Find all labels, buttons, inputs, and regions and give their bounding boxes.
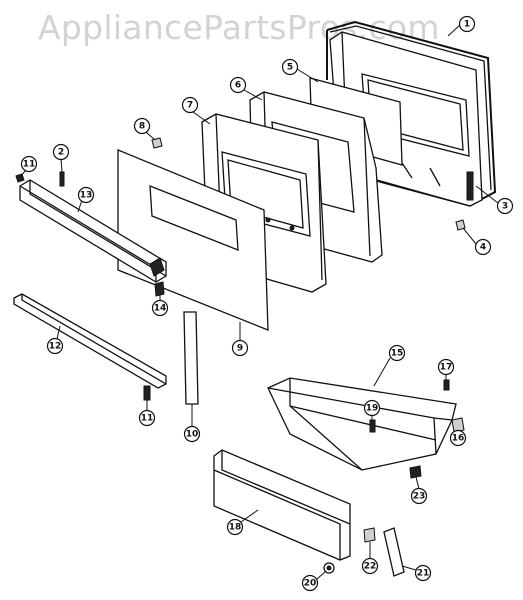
callout-number: 1 bbox=[464, 20, 470, 30]
callout-circle bbox=[226, 518, 244, 536]
callout-15[interactable]: 15 bbox=[388, 344, 406, 362]
drawer-glide[interactable] bbox=[409, 465, 422, 490]
callout-number: 9 bbox=[237, 344, 243, 354]
callout-number: 23 bbox=[413, 492, 426, 502]
lower-trim[interactable] bbox=[13, 293, 167, 389]
callout-circle bbox=[183, 425, 201, 443]
drawer-screw[interactable] bbox=[443, 374, 450, 391]
callout-number: 2 bbox=[58, 148, 64, 158]
drawer-stop[interactable] bbox=[451, 417, 465, 433]
callout-number: 15 bbox=[391, 349, 404, 359]
slide-clip[interactable] bbox=[363, 527, 376, 559]
callout-circle bbox=[496, 197, 514, 215]
callout-12[interactable]: 12 bbox=[46, 337, 64, 355]
callout-number: 11 bbox=[141, 414, 154, 424]
callout-circle bbox=[449, 429, 467, 447]
side-trim[interactable] bbox=[183, 311, 199, 427]
callout-circle bbox=[301, 574, 319, 592]
screw-lower[interactable] bbox=[143, 385, 151, 411]
callout-circle bbox=[281, 58, 299, 76]
drawer-front-panel[interactable] bbox=[213, 449, 351, 561]
callout-4[interactable]: 4 bbox=[474, 238, 492, 256]
door-handle[interactable] bbox=[19, 179, 167, 283]
callout-number: 19 bbox=[366, 404, 379, 414]
callout-16[interactable]: 16 bbox=[449, 429, 467, 447]
callout-circle bbox=[151, 299, 169, 317]
callout-number: 22 bbox=[364, 562, 377, 572]
callout-number: 16 bbox=[452, 434, 465, 444]
callout-2[interactable]: 2 bbox=[52, 143, 70, 161]
callout-11a[interactable]: 11 bbox=[20, 155, 38, 173]
callout-number: 17 bbox=[440, 363, 453, 373]
callout-number: 10 bbox=[186, 430, 199, 440]
hinge-bracket bbox=[466, 171, 474, 201]
callout-circle bbox=[414, 564, 432, 582]
callout-circle bbox=[20, 155, 38, 173]
callout-number: 5 bbox=[287, 63, 293, 73]
callout-number: 11 bbox=[23, 160, 36, 170]
callout-circle bbox=[52, 143, 70, 161]
callout-7[interactable]: 7 bbox=[181, 96, 199, 114]
callout-circle bbox=[458, 15, 476, 33]
screw-left[interactable] bbox=[15, 169, 27, 183]
callout-number: 7 bbox=[187, 101, 193, 111]
callout-number: 21 bbox=[417, 569, 430, 579]
callout-circle bbox=[361, 557, 379, 575]
callout-number: 8 bbox=[139, 122, 145, 132]
callout-number: 14 bbox=[154, 304, 167, 314]
callout-23[interactable]: 23 bbox=[410, 487, 428, 505]
drawer-foot[interactable] bbox=[316, 562, 335, 580]
callout-circle bbox=[410, 487, 428, 505]
callout-circle bbox=[474, 238, 492, 256]
callout-number: 18 bbox=[229, 523, 242, 533]
callout-circle bbox=[181, 96, 199, 114]
door-clip[interactable] bbox=[455, 219, 477, 245]
callout-8[interactable]: 8 bbox=[133, 117, 151, 135]
callout-3[interactable]: 3 bbox=[496, 197, 514, 215]
callout-20[interactable]: 20 bbox=[301, 574, 319, 592]
callout-17[interactable]: 17 bbox=[437, 358, 455, 376]
drawer-body[interactable] bbox=[267, 357, 457, 471]
callout-number: 4 bbox=[480, 243, 486, 253]
callout-6[interactable]: 6 bbox=[229, 76, 247, 94]
callout-5[interactable]: 5 bbox=[281, 58, 299, 76]
callout-circle bbox=[77, 186, 95, 204]
callout-9[interactable]: 9 bbox=[231, 339, 249, 357]
callout-number: 6 bbox=[235, 81, 241, 91]
callout-circle bbox=[229, 76, 247, 94]
callout-circle bbox=[138, 409, 156, 427]
callout-circle bbox=[388, 344, 406, 362]
callout-19[interactable]: 19 bbox=[363, 399, 381, 417]
screw-upper[interactable] bbox=[59, 158, 65, 187]
callout-21[interactable]: 21 bbox=[414, 564, 432, 582]
door-gasket[interactable] bbox=[326, 20, 497, 201]
callout-circle bbox=[46, 337, 64, 355]
callout-circle bbox=[437, 358, 455, 376]
callout-number: 12 bbox=[49, 342, 62, 352]
callout-number: 3 bbox=[502, 202, 508, 212]
callout-number: 20 bbox=[304, 579, 317, 589]
callout-1[interactable]: 1 bbox=[458, 15, 476, 33]
callout-number: 13 bbox=[80, 191, 93, 201]
callout-circle bbox=[133, 117, 151, 135]
callout-10[interactable]: 10 bbox=[183, 425, 201, 443]
callout-22[interactable]: 22 bbox=[361, 557, 379, 575]
liner-clip[interactable] bbox=[145, 131, 163, 149]
callout-14[interactable]: 14 bbox=[151, 299, 169, 317]
handle-end-cap[interactable] bbox=[154, 281, 165, 301]
callout-circle bbox=[231, 339, 249, 357]
callout-11b[interactable]: 11 bbox=[138, 409, 156, 427]
drawer-side-panel[interactable] bbox=[383, 527, 417, 577]
callout-13[interactable]: 13 bbox=[77, 186, 95, 204]
callout-18[interactable]: 18 bbox=[226, 518, 244, 536]
callout-circle bbox=[363, 399, 381, 417]
